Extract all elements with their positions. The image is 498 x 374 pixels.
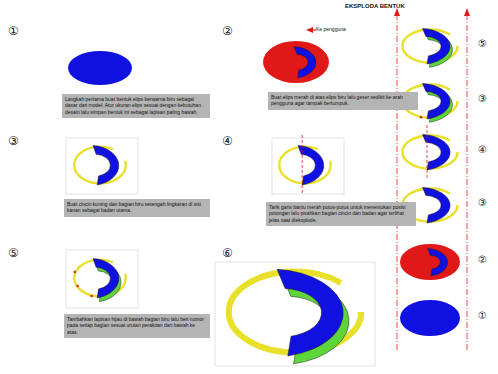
callout-number: ③ bbox=[8, 134, 19, 148]
axis-arrow bbox=[464, 8, 470, 16]
cut-line bbox=[427, 125, 428, 179]
title: EKSPLODA BENTUK bbox=[345, 3, 405, 9]
cut-line bbox=[302, 135, 303, 195]
ring-part bbox=[93, 146, 119, 185]
caption-text: Tarik garis bantu merah putus-putus untu… bbox=[269, 204, 413, 223]
callout-number: ③ bbox=[478, 93, 487, 104]
callout-number: ⑤ bbox=[8, 246, 19, 260]
picture-frame bbox=[66, 250, 138, 308]
picture-frame bbox=[272, 138, 344, 194]
caption-text: Buat elips merah di atas elips biru lalu… bbox=[271, 94, 415, 107]
caption-box: Buat elips merah di atas elips biru lalu… bbox=[268, 92, 418, 110]
red-ellipse bbox=[400, 244, 460, 280]
ring-part bbox=[428, 248, 448, 276]
marker-dot bbox=[420, 116, 422, 118]
callout-number: ⑤ bbox=[478, 38, 487, 49]
caption-text: Buat cincin kuning dan bagian biru seten… bbox=[67, 201, 207, 214]
caption-box: Tambahkan lapisan hijau di bawah bagian … bbox=[64, 314, 210, 338]
callout-number: ② bbox=[478, 254, 487, 265]
arrow-label: Ke pengguna bbox=[316, 26, 346, 32]
ring-part bbox=[93, 259, 119, 298]
marker-dot bbox=[74, 271, 76, 273]
callout-number: ① bbox=[478, 310, 487, 321]
axis-arrow bbox=[394, 8, 400, 16]
caption-text: Tambahkan lapisan hijau di bawah bagian … bbox=[67, 316, 207, 335]
axis-line bbox=[397, 14, 398, 350]
callout-number: ① bbox=[8, 24, 19, 38]
callout-number: ③ bbox=[478, 197, 487, 208]
base-ellipse bbox=[68, 51, 132, 85]
callout-number: ② bbox=[222, 24, 233, 38]
axis-line bbox=[467, 14, 468, 350]
ring-part bbox=[423, 84, 451, 119]
picture-frame bbox=[215, 262, 375, 366]
red-ellipse bbox=[263, 41, 329, 83]
callout-number: ④ bbox=[478, 144, 487, 155]
ring-part bbox=[423, 29, 451, 64]
arrow-head bbox=[306, 27, 313, 33]
ring-part bbox=[423, 188, 451, 223]
base-ellipse bbox=[400, 300, 460, 336]
caption-box: Tarik garis bantu merah putus-putus untu… bbox=[266, 202, 416, 226]
picture-frame bbox=[66, 138, 138, 194]
caption-box: Buat cincin kuning dan bagian biru seten… bbox=[64, 199, 210, 217]
ring-part bbox=[294, 46, 316, 78]
caption-box: Langkah pertama buat bentuk elips berwar… bbox=[62, 94, 210, 118]
ring-part bbox=[277, 269, 343, 356]
callout-number: ④ bbox=[222, 134, 233, 148]
marker-dot bbox=[76, 285, 78, 287]
caption-text: Langkah pertama buat bentuk elips berwar… bbox=[65, 96, 207, 115]
marker-dot bbox=[90, 295, 92, 297]
callout-number: ⑥ bbox=[222, 246, 233, 260]
